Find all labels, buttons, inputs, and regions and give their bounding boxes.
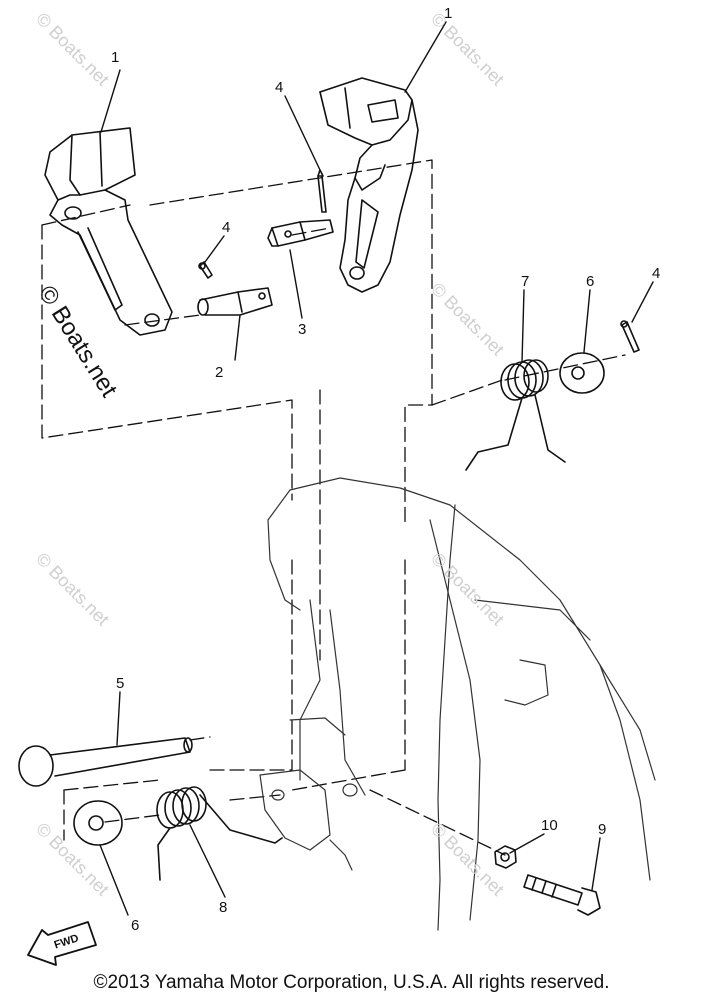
callout-1a: 1	[111, 49, 119, 66]
callout-6a: 6	[586, 273, 594, 290]
bolt-5	[18, 737, 193, 787]
callout-4c: 4	[652, 265, 660, 282]
watermark-faint: © Boats.net	[32, 9, 113, 90]
callout-labels: 1 1 4 4 3 2 7 6 4 5 10 9 8 6	[111, 5, 660, 934]
right-bracket	[319, 77, 419, 293]
left-bracket	[44, 127, 173, 336]
fwd-arrow-icon	[27, 921, 97, 966]
callout-9: 9	[598, 821, 606, 838]
spring-8	[156, 786, 283, 881]
watermark-faint: © Boats.net	[427, 279, 508, 360]
nut-10	[494, 845, 517, 869]
cotter-pin-4a	[317, 169, 327, 213]
watermark-faint: © Boats.net	[32, 819, 113, 900]
watermark-faint: © Boats.net	[427, 549, 508, 630]
bolt-9	[523, 874, 601, 916]
assembly-guide-lines	[41, 159, 626, 856]
callout-5: 5	[116, 675, 124, 692]
callout-6b: 6	[131, 917, 139, 934]
fwd-label: FWD	[53, 932, 81, 951]
watermark-faint: © Boats.net	[32, 549, 113, 630]
callout-3: 3	[298, 321, 306, 338]
callout-8: 8	[219, 899, 227, 916]
callout-2: 2	[215, 364, 223, 381]
cotter-pin-4b	[198, 261, 213, 279]
engine-housing	[259, 477, 656, 931]
callout-4a: 4	[275, 79, 283, 96]
callout-4b: 4	[222, 219, 230, 236]
spring-7	[465, 359, 566, 471]
pin-2	[197, 287, 273, 316]
callout-leaders	[99, 21, 654, 916]
cotter-pin-4c	[620, 320, 640, 353]
clevis-3	[267, 219, 334, 247]
washer-6-top	[559, 352, 605, 394]
callout-1b: 1	[444, 5, 452, 22]
callout-7: 7	[521, 273, 529, 290]
copyright-notice: ©2013 Yamaha Motor Corporation, U.S.A. A…	[93, 972, 610, 993]
faint-watermarks: © Boats.net © Boats.net © Boats.net © Bo…	[32, 9, 508, 900]
callout-10: 10	[541, 817, 558, 834]
watermark-faint: © Boats.net	[427, 9, 508, 90]
washer-6-bottom	[73, 800, 123, 846]
